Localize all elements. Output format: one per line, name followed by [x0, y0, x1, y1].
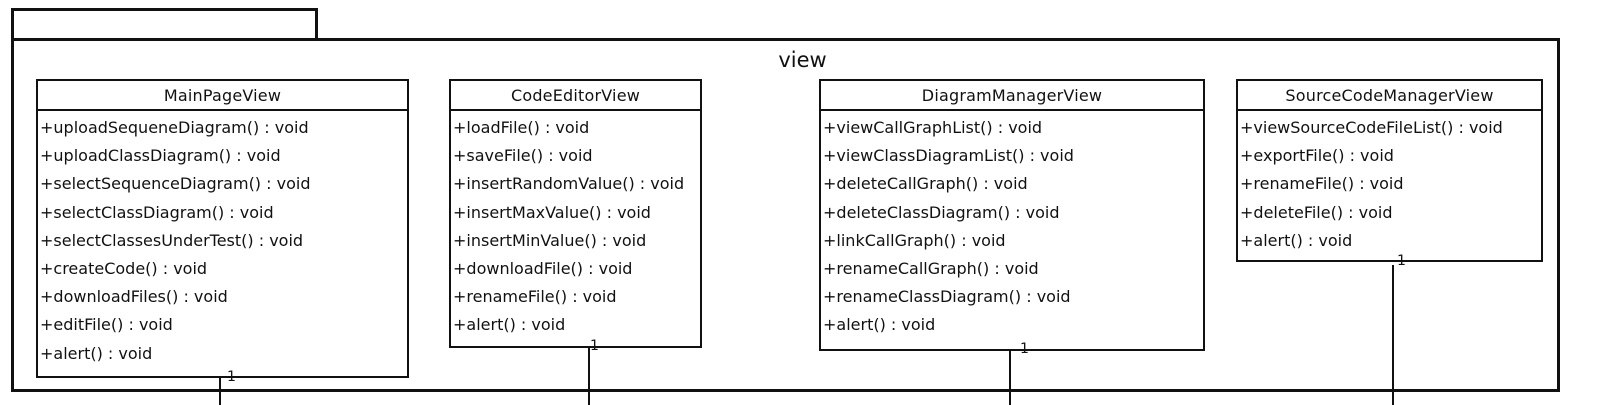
class-source-code-manager-view: SourceCodeManagerView +viewSourceCodeFil…: [1236, 79, 1543, 262]
multiplicity-label: 1: [1020, 341, 1029, 357]
method: +selectSequenceDiagram() : void: [40, 174, 311, 194]
method: +insertRandomValue() : void: [453, 174, 685, 194]
method: +insertMaxValue() : void: [453, 202, 651, 222]
method-list: +uploadSequeneDiagram() : void +uploadCl…: [38, 111, 407, 368]
method: +viewSourceCodeFileList() : void: [1240, 118, 1503, 137]
method: +insertMinValue() : void: [453, 230, 647, 250]
class-diagram-manager-view: DiagramManagerView +viewCallGraphList() …: [819, 79, 1205, 351]
package-tab: [11, 8, 318, 38]
multiplicity-label: 1: [590, 338, 599, 354]
method: +editFile() : void: [40, 315, 173, 335]
method: +renameCallGraph() : void: [823, 258, 1039, 278]
method: +createCode() : void: [40, 258, 208, 278]
association-line: [1392, 265, 1394, 405]
method: +alert() : void: [453, 315, 566, 335]
association-line: [1009, 351, 1011, 405]
method: +downloadFiles() : void: [40, 287, 228, 307]
method: +deleteFile() : void: [1240, 202, 1393, 222]
method: +deleteClassDiagram() : void: [823, 202, 1060, 222]
method: +saveFile() : void: [453, 146, 593, 166]
class-name: SourceCodeManagerView: [1238, 81, 1541, 111]
method: +linkCallGraph() : void: [823, 230, 1006, 250]
method: +exportFile() : void: [1240, 146, 1394, 166]
class-code-editor-view: CodeEditorView +loadFile() : void +saveF…: [449, 79, 702, 348]
method: +viewClassDiagramList() : void: [823, 146, 1074, 166]
method: +selectClassesUnderTest() : void: [40, 230, 304, 250]
multiplicity-label: 1: [1397, 253, 1406, 269]
class-main-page-view: MainPageView +uploadSequeneDiagram() : v…: [36, 79, 409, 378]
method: +renameFile() : void: [453, 287, 617, 307]
method: +selectClassDiagram() : void: [40, 202, 274, 222]
method: +alert() : void: [1240, 230, 1353, 250]
class-name: CodeEditorView: [451, 81, 700, 111]
method-list: +viewSourceCodeFileList() : void +export…: [1238, 111, 1541, 255]
class-name: DiagramManagerView: [821, 81, 1203, 111]
method: +uploadClassDiagram() : void: [40, 146, 281, 166]
method: +renameFile() : void: [1240, 174, 1404, 194]
method-list: +viewCallGraphList() : void +viewClassDi…: [821, 111, 1203, 340]
method-list: +loadFile() : void +saveFile() : void +i…: [451, 111, 700, 340]
method: +alert() : void: [40, 343, 153, 363]
method: +loadFile() : void: [453, 118, 590, 137]
package-name: view: [778, 48, 827, 72]
method: +uploadSequeneDiagram() : void: [40, 118, 309, 137]
package-view: [11, 38, 1560, 392]
method: +deleteCallGraph() : void: [823, 174, 1028, 194]
method: +downloadFile() : void: [453, 258, 633, 278]
association-line: [219, 378, 221, 405]
class-name: MainPageView: [38, 81, 407, 111]
association-line: [588, 348, 590, 405]
method: +alert() : void: [823, 315, 936, 335]
method: +renameClassDiagram() : void: [823, 287, 1071, 307]
method: +viewCallGraphList() : void: [823, 118, 1043, 137]
multiplicity-label: 1: [227, 369, 236, 385]
